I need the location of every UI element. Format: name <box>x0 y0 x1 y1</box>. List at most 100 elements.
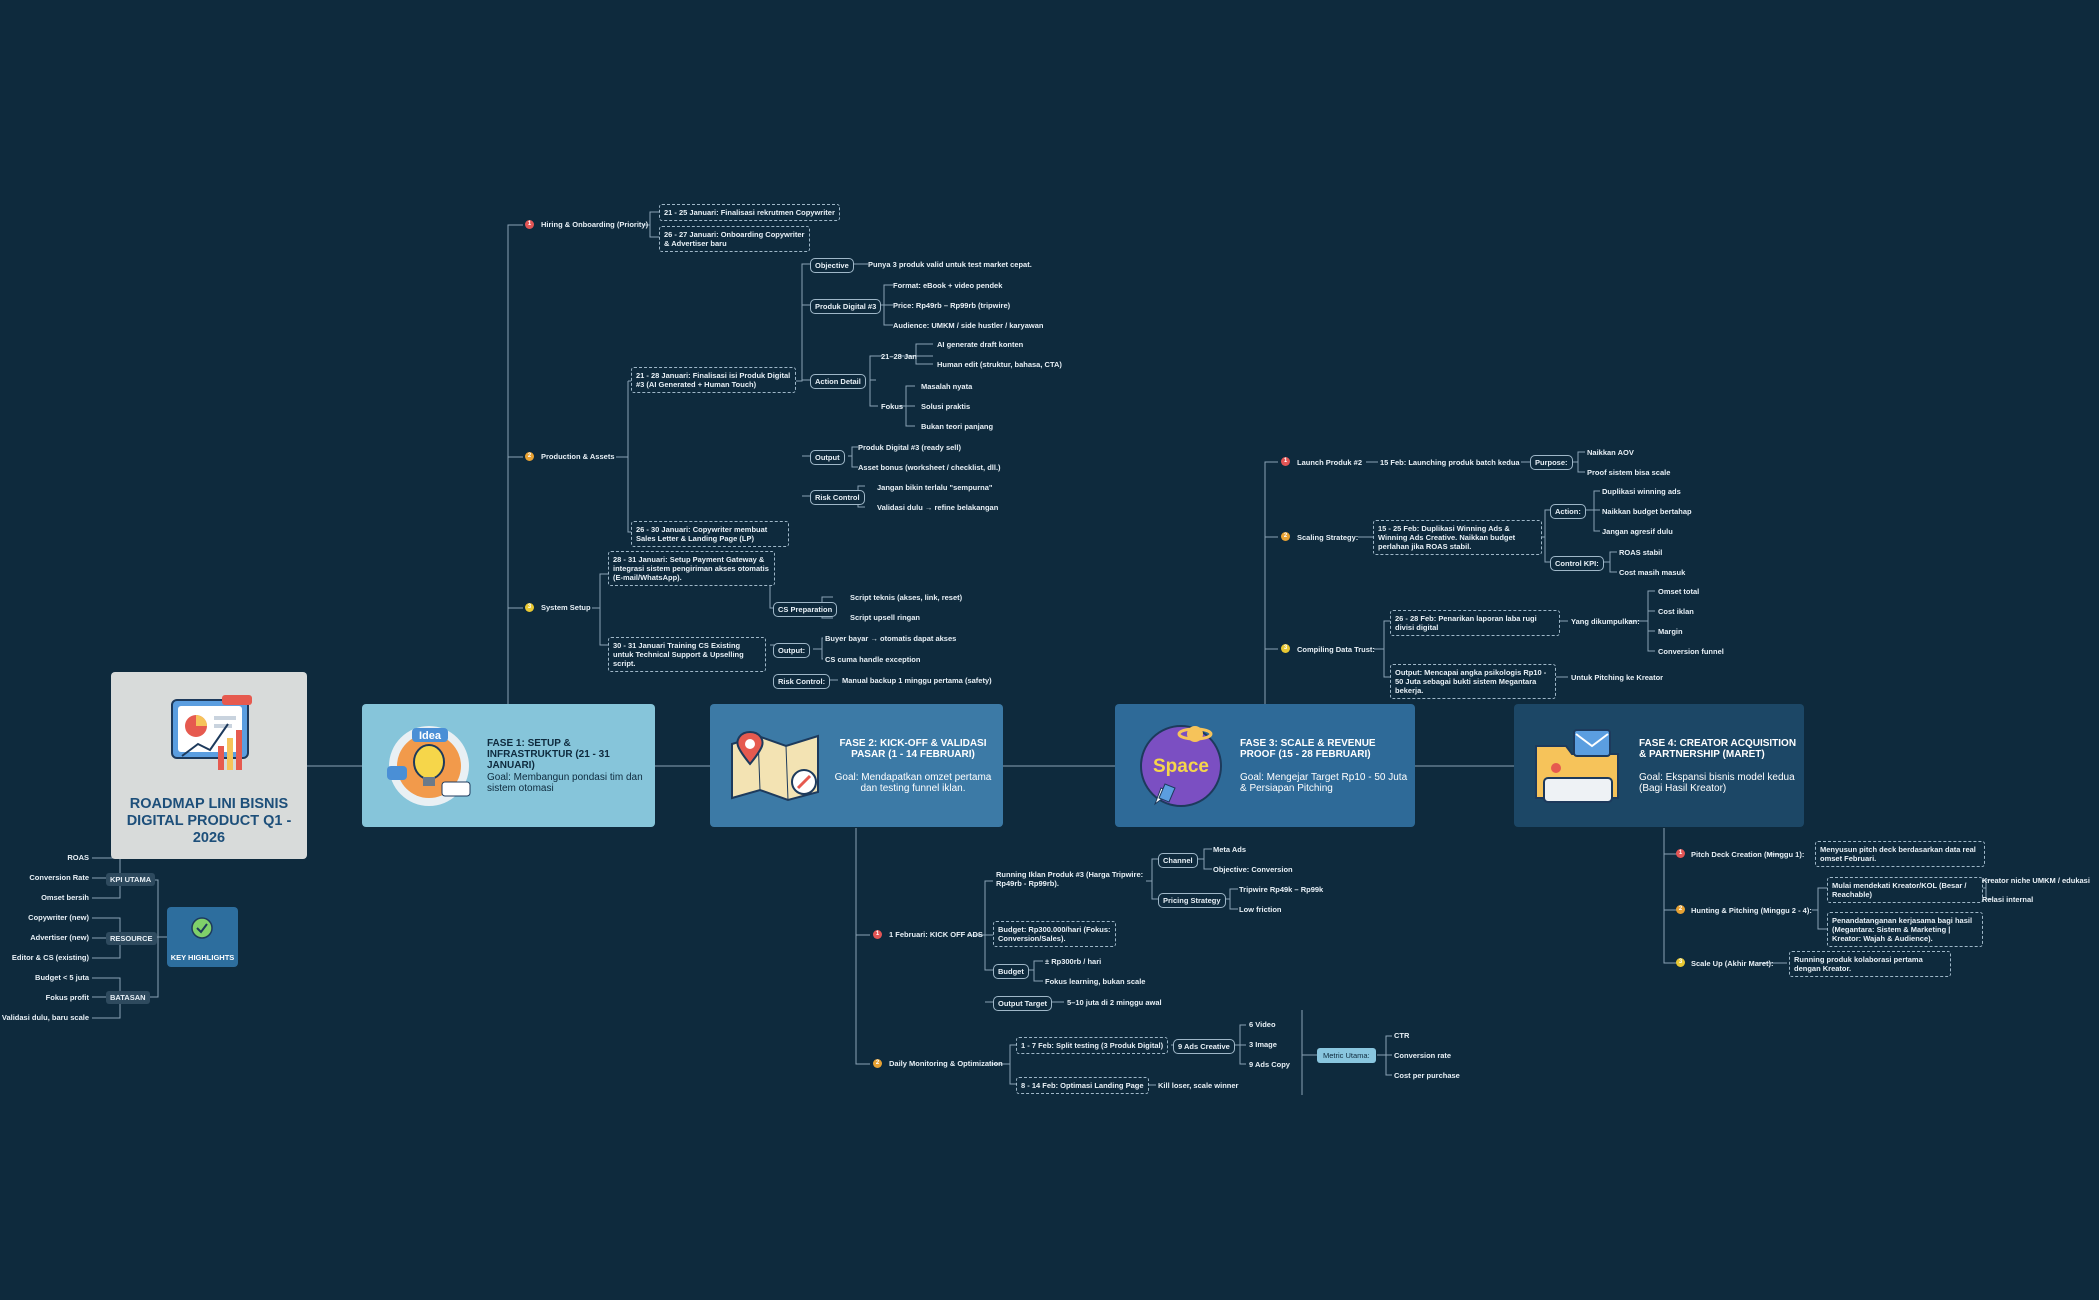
batasan-group[interactable]: BATASAN <box>106 991 150 1004</box>
scaling-action-item: Jangan agresif dulu <box>1602 527 1673 536</box>
compiling-node[interactable]: Compiling Data Trust: <box>1297 645 1375 654</box>
phase-2-card[interactable]: FASE 2: KICK-OFF & VALIDASI PASAR (1 - 1… <box>710 704 1003 827</box>
compiling-report[interactable]: 26 - 28 Feb: Penarikan laporan laba rugi… <box>1390 610 1560 636</box>
priority-2-badge: 2 <box>525 452 534 461</box>
kickoff-badge: 1 <box>873 930 882 939</box>
split-testing-node[interactable]: 1 - 7 Feb: Split testing (3 Produk Digit… <box>1016 1037 1169 1054</box>
produk-item: Price: Rp49rb – Rp99rb (tripwire) <box>893 301 1011 310</box>
presentation-chart-icon <box>171 695 252 770</box>
collected-item: Conversion funnel <box>1658 647 1724 656</box>
cs-item: Script teknis (akses, link, reset) <box>850 593 963 602</box>
objective-text: Punya 3 produk valid untuk test market c… <box>868 260 1032 269</box>
resource-group[interactable]: RESOURCE <box>106 932 157 945</box>
phase-4-goal: Goal: Ekspansi bisnis model kedua (Bagi … <box>1639 772 1795 794</box>
output-target-text: 5–10 juta di 2 minggu awal <box>1067 998 1162 1007</box>
phase-1-card[interactable]: Idea FASE 1: SETUP & INFRASTRUKTUR (21 -… <box>362 704 655 827</box>
root-node[interactable]: ROADMAP LINI BISNIS DIGITAL PRODUCT Q1 -… <box>111 672 307 859</box>
compiling-output[interactable]: Output: Mencapai angka psikologis Rp10 -… <box>1390 664 1556 699</box>
phase-3-title: FASE 3: SCALE & REVENUE PROOF (15 - 28 F… <box>1240 738 1376 760</box>
jan-item: Human edit (struktur, bahasa, CTA) <box>937 360 1062 369</box>
control-kpi-item: Cost masih masuk <box>1619 568 1686 577</box>
purpose-item: Proof sistem bisa scale <box>1587 468 1671 477</box>
objective-node[interactable]: Objective <box>810 258 854 273</box>
phase-4-card[interactable]: FASE 4: CREATOR ACQUISITION & PARTNERSHI… <box>1514 704 1804 827</box>
hiring-item[interactable]: 21 - 25 Januari: Finalisasi rekrutmen Co… <box>659 204 840 221</box>
creative-item: 9 Ads Copy <box>1249 1060 1290 1069</box>
training-node[interactable]: 30 - 31 Januari Training CS Existing unt… <box>608 637 766 672</box>
pitching-kreator-text: Untuk Pitching ke Kreator <box>1571 673 1664 682</box>
daily-monitoring-node[interactable]: Daily Monitoring & Optimization <box>889 1059 1003 1068</box>
produk-item: Audience: UMKM / side hustler / karyawan <box>893 321 1044 330</box>
pricing-strategy-node[interactable]: Pricing Strategy <box>1158 893 1226 908</box>
hiring-item[interactable]: 26 - 27 Januari: Onboarding Copywriter &… <box>659 226 810 252</box>
output-item: Produk Digital #3 (ready sell) <box>858 443 961 452</box>
creative-item: 3 Image <box>1249 1040 1277 1049</box>
collected-node[interactable]: Yang dikumpulkan: <box>1571 617 1640 626</box>
pitch-deck-badge: 1 <box>1676 849 1685 858</box>
control-kpi-node[interactable]: Control KPI: <box>1550 556 1604 571</box>
channel-item: Objective: Conversion <box>1213 865 1293 874</box>
running-ads-node[interactable]: Running Iklan Produk #3 (Harga Tripwire:… <box>996 870 1144 888</box>
key-highlights-node[interactable]: KEY HIGHLIGHTS <box>167 907 238 967</box>
scale-up-node[interactable]: Scale Up (Akhir Maret): <box>1691 959 1774 968</box>
production-main[interactable]: 21 - 28 Januari: Finalisasi isi Produk D… <box>631 367 796 393</box>
kickoff-node[interactable]: 1 Februari: KICK OFF ADS <box>889 930 983 939</box>
cs-preparation-node[interactable]: CS Preparation <box>773 602 838 617</box>
collected-item: Omset total <box>1658 587 1700 596</box>
hiring-node[interactable]: Hiring & Onboarding (Priority) <box>541 220 649 229</box>
output-node[interactable]: Output <box>810 450 845 465</box>
approach-node[interactable]: Mulai mendekati Kreator/KOL (Besar / Rea… <box>1827 877 1983 903</box>
priority-3-badge: 3 <box>525 603 534 612</box>
launch-main[interactable]: 15 Feb: Launching produk batch kedua <box>1380 458 1520 467</box>
scaling-node[interactable]: Scaling Strategy: <box>1297 533 1359 542</box>
kpi-group[interactable]: KPI UTAMA <box>106 873 156 886</box>
pricing-item: Tripwire Rp49k – Rp99k <box>1239 885 1324 894</box>
output-target-node[interactable]: Output Target <box>993 996 1053 1011</box>
system-control-node[interactable]: Risk Control: <box>773 674 831 689</box>
scaling-action-node[interactable]: Action: <box>1550 504 1586 519</box>
idea-lightbulb-icon: Idea <box>387 726 471 806</box>
channel-node[interactable]: Channel <box>1158 853 1198 868</box>
fokus-node[interactable]: Fokus <box>881 402 904 411</box>
produk-node[interactable]: Produk Digital #3 <box>810 299 882 314</box>
system-output-node[interactable]: Output: <box>773 643 811 658</box>
jan-item: AI generate draft konten <box>937 340 1024 349</box>
mail-folder-icon <box>1535 729 1619 803</box>
launch-node[interactable]: Launch Produk #2 <box>1297 458 1363 467</box>
kpi-item: Conversion Rate <box>29 873 89 882</box>
hunting-node[interactable]: Hunting & Pitching (Minggu 2 - 4): <box>1691 906 1812 915</box>
purpose-node[interactable]: Purpose: <box>1530 455 1573 470</box>
creative-item: 6 Video <box>1249 1020 1276 1029</box>
jan-node[interactable]: 21–28 Jan <box>881 352 917 361</box>
output-item: Asset bonus (worksheet / checklist, dll.… <box>858 463 1001 472</box>
sales-letter-node[interactable]: 26 - 30 Januari: Copywriter membuat Sale… <box>631 521 789 547</box>
phase-3-card[interactable]: Space FASE 3: SCALE & REVENUE PROOF (15 … <box>1115 704 1415 827</box>
batasan-item: Fokus profit <box>45 993 89 1002</box>
optimize-lp-node[interactable]: 8 - 14 Feb: Optimasi Landing Page <box>1016 1077 1149 1094</box>
collected-item: Cost iklan <box>1658 607 1694 616</box>
action-detail-node[interactable]: Action Detail <box>810 374 866 389</box>
phase-4-title: FASE 4: CREATOR ACQUISITION & PARTNERSHI… <box>1639 738 1797 760</box>
phase-2-goal: Goal: Mendapatkan omzet pertama dan test… <box>834 772 992 794</box>
system-setup-node[interactable]: System Setup <box>541 603 591 612</box>
budget-item: Fokus learning, bukan scale <box>1045 977 1146 986</box>
scaling-main[interactable]: 15 - 25 Feb: Duplikasi Winning Ads & Win… <box>1373 520 1542 555</box>
sign-agreement-node[interactable]: Penandatanganan kerjasama bagi hasil (Me… <box>1827 912 1983 947</box>
fokus-item: Masalah nyata <box>921 382 973 391</box>
approach-item: Kreator niche UMKM / edukasi <box>1982 876 2090 885</box>
risk-control-node[interactable]: Risk Control <box>810 490 865 505</box>
scaling-action-item: Naikkan budget bertahap <box>1602 507 1692 516</box>
fokus-item: Solusi praktis <box>921 402 971 411</box>
pitch-deck-node[interactable]: Pitch Deck Creation (Minggu 1): <box>1691 850 1805 859</box>
pitch-deck-text[interactable]: Menyusun pitch deck berdasarkan data rea… <box>1815 841 1985 867</box>
budget-main-node[interactable]: Budget: Rp300.000/hari (Fokus: Conversio… <box>993 921 1116 947</box>
batasan-item: Budget < 5 juta <box>35 973 89 982</box>
payment-node[interactable]: 28 - 31 Januari: Setup Payment Gateway &… <box>608 551 775 586</box>
space-rocket-icon: Space <box>1140 725 1222 807</box>
control-kpi-item: ROAS stabil <box>1619 548 1663 557</box>
budget-node[interactable]: Budget <box>993 964 1029 979</box>
production-node[interactable]: Production & Assets <box>541 452 615 461</box>
metric-utama-node[interactable]: Metric Utama: <box>1317 1048 1376 1063</box>
scale-up-text[interactable]: Running produk kolaborasi pertama dengan… <box>1789 951 1951 977</box>
ads-creative-node[interactable]: 9 Ads Creative <box>1173 1039 1235 1054</box>
